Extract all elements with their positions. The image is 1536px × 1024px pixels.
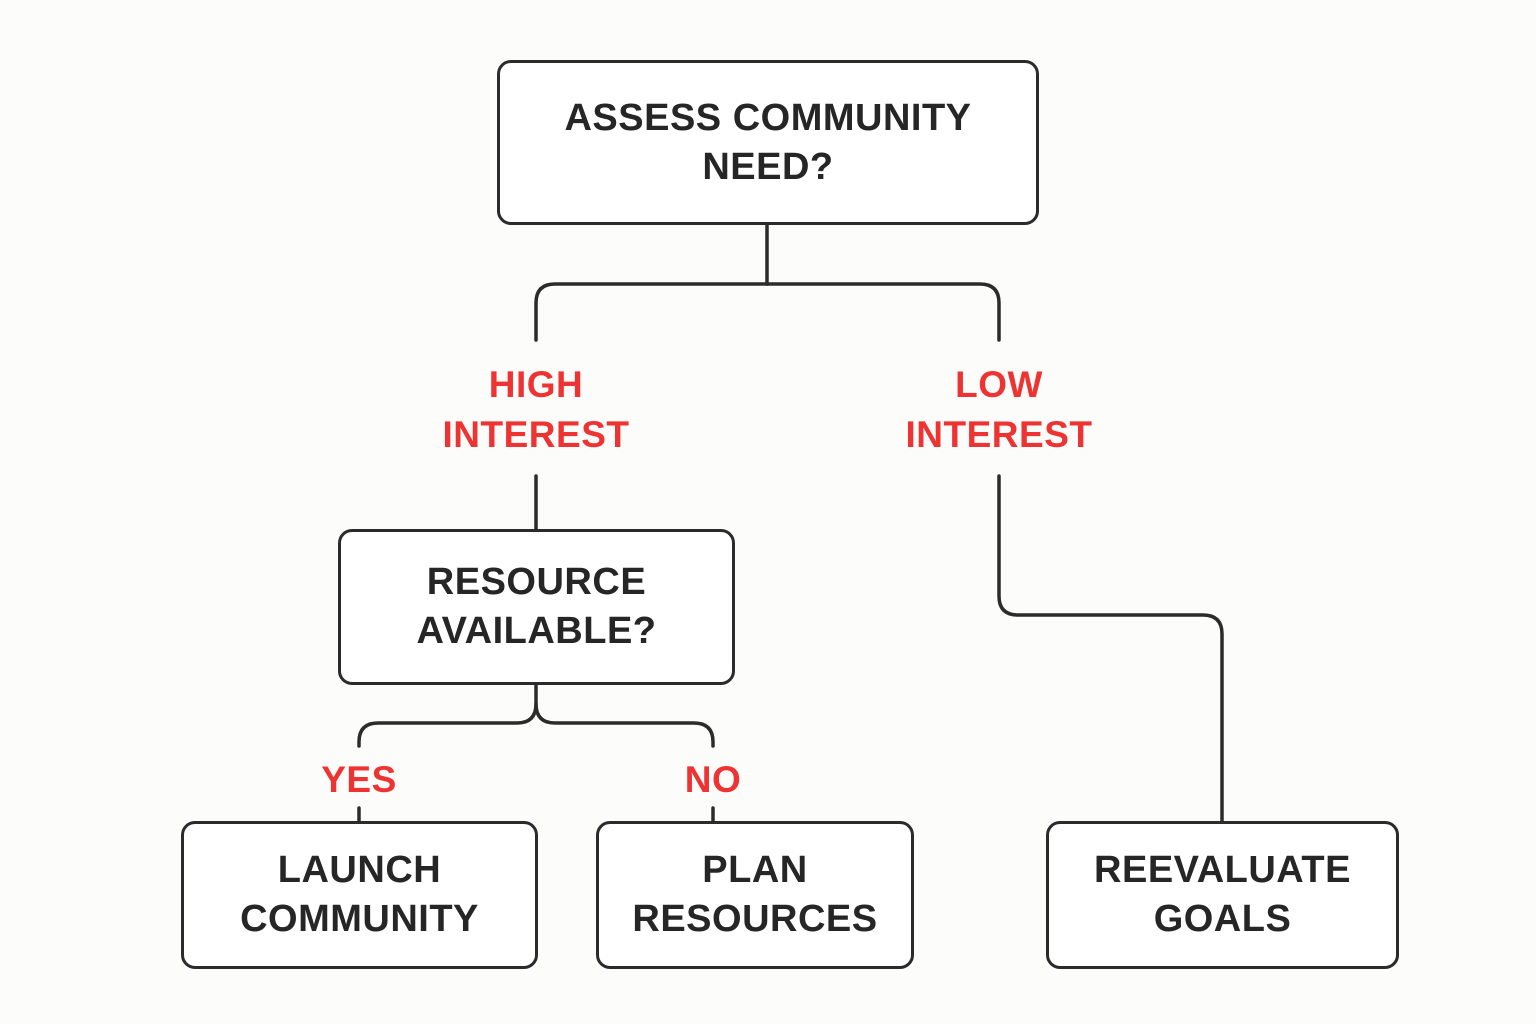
root-line-1: ASSESS COMMUNITY — [564, 96, 972, 139]
resource-to-no-line — [534, 702, 715, 748]
low-interest-line-1: LOW — [955, 364, 1043, 405]
reevaluate-goals-box: REEVALUATE GOALS — [1046, 821, 1399, 969]
reevaluate-line-1: REEVALUATE — [1094, 849, 1351, 891]
resource-line-1: RESOURCE — [426, 561, 647, 603]
root-decision-text: ASSESS COMMUNITY NEED? — [564, 94, 971, 192]
launch-line-1: LAUNCH — [277, 849, 442, 891]
root-to-low-line — [765, 282, 1001, 342]
low-interest-line-2: INTEREST — [905, 414, 1093, 455]
reevaluate-line-2: GOALS — [1153, 898, 1292, 940]
plan-line-1: PLAN — [702, 849, 808, 891]
no-label: NO — [643, 755, 783, 805]
resource-decision-text: RESOURCE AVAILABLE? — [416, 558, 656, 656]
root-line-2: NEED? — [702, 145, 834, 188]
launch-line-2: COMMUNITY — [240, 898, 479, 940]
low-to-reevaluate-line — [997, 474, 1224, 824]
high-interest-line-2: INTEREST — [442, 414, 630, 455]
high-interest-line-1: HIGH — [488, 364, 584, 405]
no-text: NO — [684, 759, 742, 800]
reevaluate-goals-text: REEVALUATE GOALS — [1094, 846, 1351, 944]
plan-resources-text: PLAN RESOURCES — [632, 846, 877, 944]
resource-to-yes-line — [357, 682, 538, 748]
root-decision-box: ASSESS COMMUNITY NEED? — [497, 60, 1039, 225]
root-to-high-line — [534, 282, 769, 342]
low-interest-label: LOW INTEREST — [869, 360, 1129, 460]
yes-label: YES — [289, 755, 429, 805]
resource-line-2: AVAILABLE? — [416, 610, 657, 652]
plan-line-2: RESOURCES — [632, 898, 878, 940]
plan-resources-box: PLAN RESOURCES — [596, 821, 914, 969]
launch-community-box: LAUNCH COMMUNITY — [181, 821, 538, 969]
launch-community-text: LAUNCH COMMUNITY — [240, 846, 479, 944]
high-interest-label: HIGH INTEREST — [406, 360, 666, 460]
yes-text: YES — [321, 759, 397, 800]
resource-decision-box: RESOURCE AVAILABLE? — [338, 529, 735, 685]
